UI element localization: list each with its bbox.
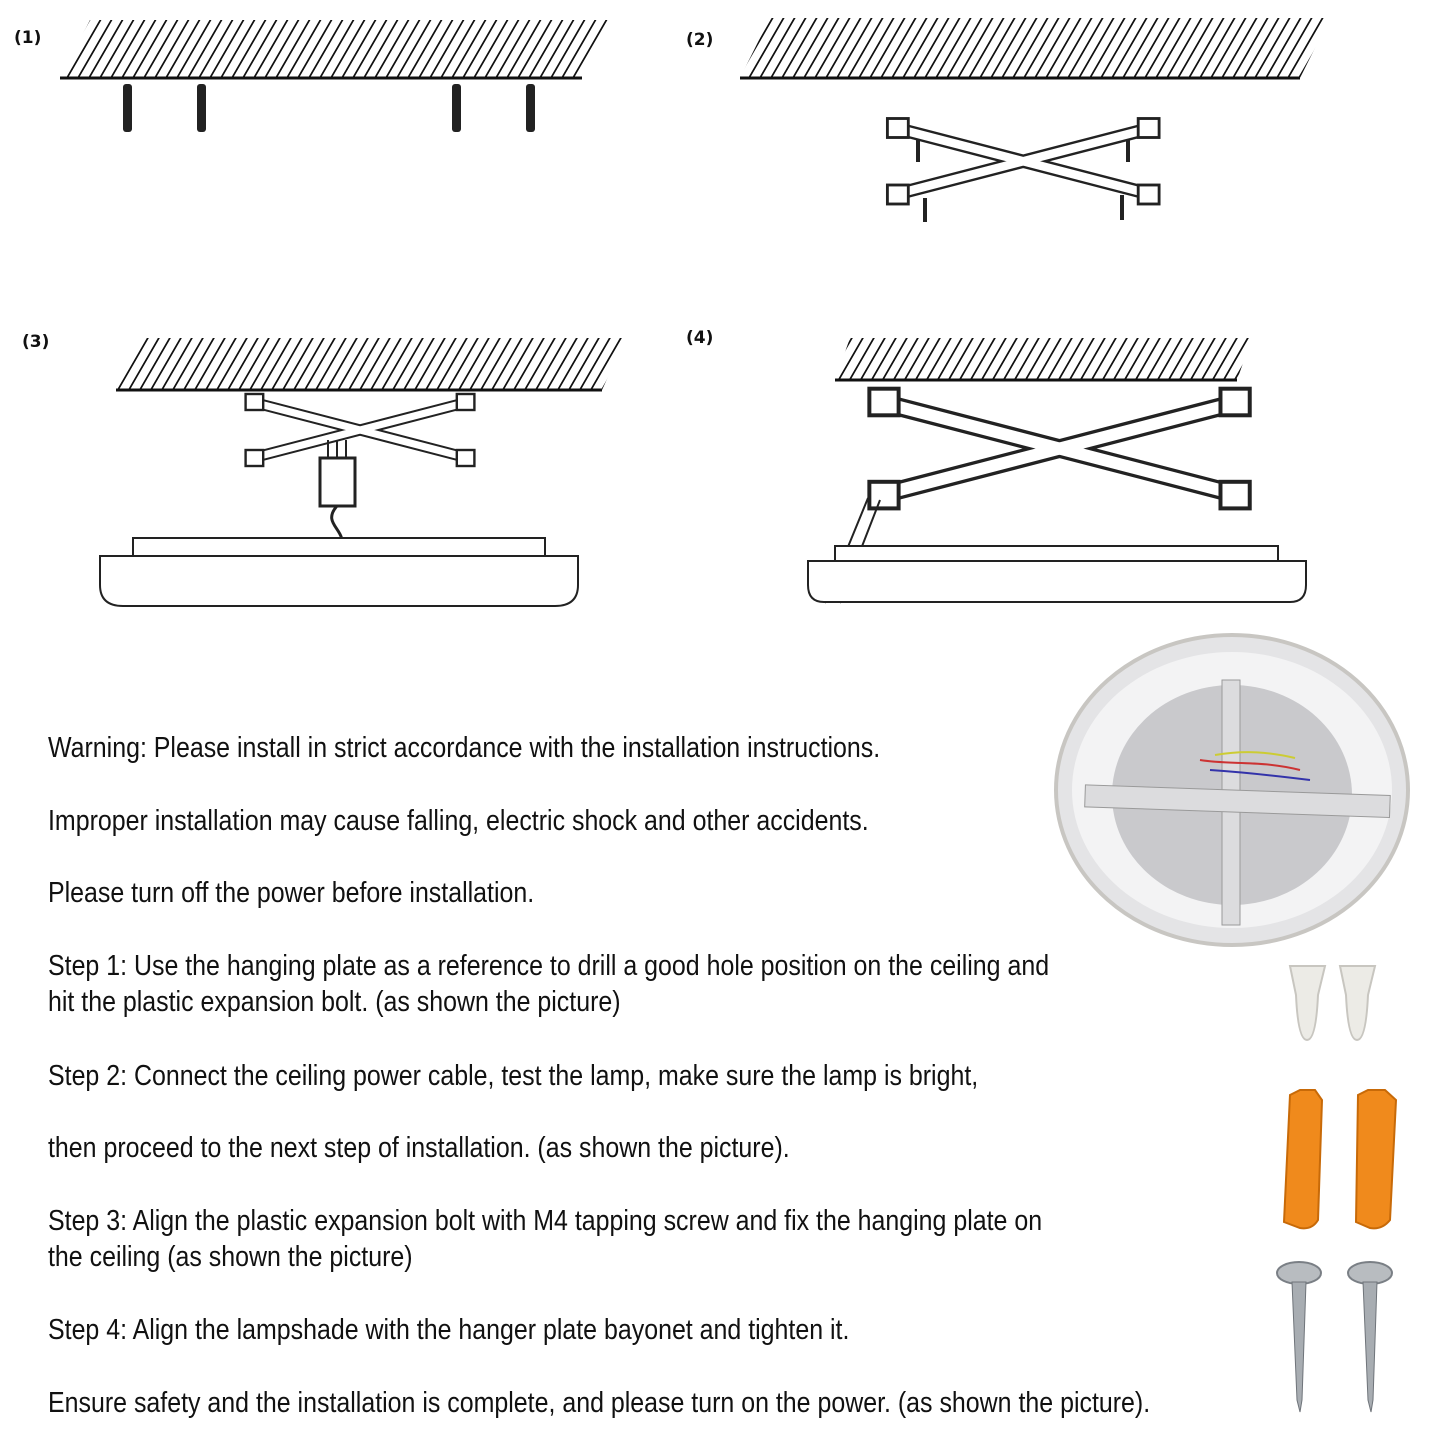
expansion-bolt-icons (123, 84, 535, 132)
step1-text-line2: hit the plastic expansion bolt. (as show… (48, 986, 621, 1018)
improper-installation-text: Improper installation may cause falling,… (48, 805, 869, 837)
step-label-1: (1) (14, 28, 42, 48)
step4-text: Step 4: Align the lampshade with the han… (48, 1314, 850, 1346)
step-label-4: (4) (686, 328, 714, 348)
diagram-step-1 (60, 20, 612, 132)
tapping-screw-icons (1276, 1261, 1393, 1413)
wire-nut-icons (1288, 965, 1377, 1042)
power-off-text: Please turn off the power before install… (48, 877, 535, 909)
step-label-2: (2) (686, 30, 714, 50)
warning-text: Warning: Please install in strict accord… (48, 732, 881, 764)
lamp-back-photo (1054, 633, 1410, 947)
diagram-step-4 (807, 338, 1307, 604)
step2-text-line1: Step 2: Connect the ceiling power cable,… (48, 1060, 979, 1092)
step2-text-line2: then proceed to the next step of install… (48, 1132, 790, 1164)
expansion-anchor-icons (1282, 1089, 1398, 1230)
step3-text-line2: the ceiling (as shown the picture) (48, 1241, 413, 1273)
diagram-step-3 (99, 338, 626, 607)
step1-text-line1: Step 1: Use the hanging plate as a refer… (48, 950, 1050, 982)
completion-text: Ensure safety and the installation is co… (48, 1387, 1151, 1419)
diagram-step-2 (740, 18, 1330, 222)
step3-text-line1: Step 3: Align the plastic expansion bolt… (48, 1205, 1043, 1237)
step-label-3: (3) (22, 332, 50, 352)
